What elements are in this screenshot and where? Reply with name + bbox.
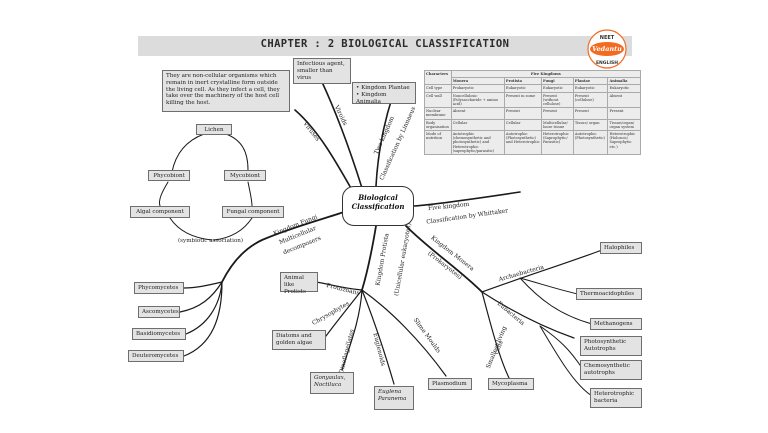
vedantu-logo: NEET Vedantu ENGLISH <box>587 29 627 69</box>
table-header-cell: Animalia <box>607 77 641 86</box>
table-cell: Present in some <box>503 91 542 109</box>
plasmodium-box: Plasmodium <box>428 378 472 390</box>
branch-fungi <box>221 211 345 283</box>
table-cell: Autotrophic (Photosynthetic) and Heterot… <box>503 130 542 156</box>
biological-classification-node: Biological Classification <box>342 186 414 226</box>
table-cell: Eukaryotic <box>540 84 574 93</box>
table-cell: Cellular <box>503 118 542 132</box>
table-cell: Cell wall <box>424 91 452 109</box>
fungi-class-basidiomycetes: Basidiomycetes <box>132 328 186 340</box>
five-kingdoms-table: Characters Five Kingdoms Monera Protista… <box>424 69 642 156</box>
mycoplasma-box: Mycoplasma <box>488 378 534 390</box>
svg-text:ENGLISH: ENGLISH <box>596 60 618 66</box>
table-cell: Heterotrophic (Saprophytic/ Parasitic) <box>540 130 574 156</box>
table-cell: Absent <box>607 91 641 109</box>
thermoacidophiles-box: Thermoacidophiles <box>576 288 642 300</box>
heterotrophic-bacteria-box: Heterotrophic bacteria <box>590 388 642 408</box>
table-cell: Tissue/ organ <box>572 118 609 132</box>
table-cell: Cellular <box>450 118 505 132</box>
table-cell: Multicellular/ loose tissue <box>540 118 574 132</box>
branch-monera <box>405 225 483 293</box>
halophiles-box: Halophiles <box>600 242 642 254</box>
gonyaulax-noctiluca-box: Gonyaulax, Noctiluca <box>310 372 354 394</box>
table-cell: Eukaryotic <box>607 84 641 93</box>
branch-viroids <box>321 81 363 189</box>
table-cell: Present (without cellulose) <box>540 91 574 109</box>
table-cell: Nuclear membrane <box>424 107 452 120</box>
fungi-class-ascomycetes: Ascomycetes <box>138 306 180 318</box>
fungal-component-box: Fungal component <box>222 206 284 218</box>
branch-protista <box>361 225 377 291</box>
table-cell: Body organisation <box>424 118 452 132</box>
algal-component-box: Algal component <box>130 206 190 218</box>
chapter-title: CHAPTER : 2 BIOLOGICAL CLASSIFICATION <box>260 38 510 50</box>
virus-definition-note: They are non-cellular organisms which re… <box>162 70 290 112</box>
chapter-header-bar: CHAPTER : 2 BIOLOGICAL CLASSIFICATION <box>138 36 632 56</box>
animal-like-protists-box: Animal like Protists <box>280 272 318 295</box>
branch-two-kingdom <box>375 97 393 187</box>
table-title: Five Kingdoms <box>450 69 642 79</box>
table-header-cell: Monera <box>450 77 505 86</box>
table-header-cell: Fungi <box>540 77 574 86</box>
svg-text:Vedantu: Vedantu <box>592 45 622 53</box>
methanogens-box: Methanogens <box>590 318 642 330</box>
table-title-row: Characters Five Kingdoms <box>424 69 642 86</box>
table-cell: Eukaryotic <box>572 84 609 93</box>
table-cell: Tissue/organ/ organ system <box>607 118 641 132</box>
viroid-definition-note: Infectious agent, smaller than virus <box>293 58 351 84</box>
table-cell: Autotrophic (Photosynthetic) <box>572 130 609 156</box>
svg-text:NEET: NEET <box>600 35 615 41</box>
fungi-class-deuteromycetes: Deuteromycetes <box>128 350 184 362</box>
table-cell: Present <box>503 107 542 120</box>
mycobiont-box: Mycobiont <box>224 170 266 181</box>
table-cell: Noncellulosic (Polysaccharide + amino ac… <box>450 91 505 109</box>
diatoms-golden-algae-box: Diatoms and golden algae <box>272 330 326 350</box>
table-corner-cell: Characters <box>424 69 452 86</box>
symbiotic-association-label: (symbiotic association) <box>178 238 244 244</box>
table-cell: Eukaryotic <box>503 84 542 93</box>
center-line-2: Classification <box>351 202 405 211</box>
table-cell: Mode of nutrition <box>424 130 452 156</box>
table-cell: Present (cellulose) <box>572 91 609 109</box>
branch-five-kingdom <box>413 191 521 207</box>
fungi-class-phycomycetes: Phycomycetes <box>134 282 184 294</box>
photosynthetic-autotrophs-box: Photosynthetic Autotrophs <box>580 336 642 356</box>
kingdom-animalia-label: • Kingdom Animalia <box>356 91 387 105</box>
table-cell: Absent <box>450 107 505 120</box>
phycobiont-box: Phycobiont <box>148 170 190 181</box>
table-cell: Present <box>607 107 641 120</box>
table-header-cell: Plantae <box>572 77 609 86</box>
table-cell: Present <box>572 107 609 120</box>
table-cell: Prokaryotic <box>450 84 505 93</box>
lichen-box: Lichen <box>196 124 232 135</box>
table-header-cell: Protista <box>503 77 542 86</box>
table-cell: Present <box>540 107 574 120</box>
table-cell: Heterotrophic (Holozoic/ Saprophytic etc… <box>607 130 641 156</box>
branch-viruses <box>294 109 353 191</box>
chemosynthetic-autotrophs-box: Chemosynthetic autotrophs <box>580 360 642 380</box>
kingdom-plantae-label: • Kingdom Plantae <box>356 85 410 91</box>
center-line-1: Biological <box>358 193 398 202</box>
two-kingdom-note: • Kingdom Plantae • Kingdom Animalia <box>352 82 416 105</box>
euglena-box: Euglena Paranema <box>374 386 414 410</box>
table-cell: Autotrophic (chemosynthetic and photosyn… <box>450 130 505 156</box>
table-header-row: Monera Protista Fungi Plantae Animalia <box>425 77 641 86</box>
table-cell: Cell type <box>424 84 452 93</box>
